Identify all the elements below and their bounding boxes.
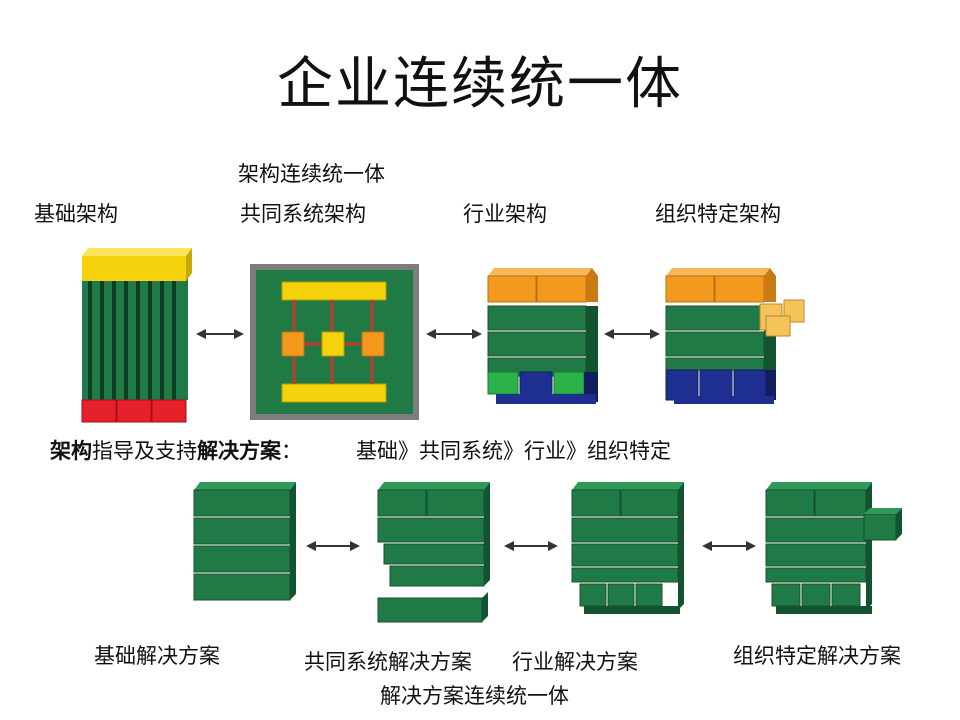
organization-specific-solutions-label: 组织特定解决方案 [733,644,901,668]
common-systems-architecture-label: 共同系统架构 [240,202,366,226]
guide-text-support: 指导及支持 [92,439,197,463]
guide-bold-solutions: 解决方案 [197,438,281,463]
page-title: 企业连续统一体 [277,52,683,117]
guide-colon: ： [281,439,302,463]
industry-architecture-figure [487,268,598,404]
common-systems-solutions-figure [377,482,490,623]
organization-specific-architecture-figure [665,268,805,404]
common-systems-solutions-label: 共同系统解决方案 [304,650,472,674]
continuum-sequence: 基础》共同系统》行业》组织特定 [356,439,671,463]
industry-solutions-figure [571,482,684,614]
foundation-solutions-figure [193,482,296,601]
organization-specific-solutions-figure [765,482,902,614]
guide-bold-architecture: 架构 [50,438,92,463]
foundation-architecture-figure [81,248,192,423]
industry-architecture-label: 行业架构 [463,202,547,226]
common-systems-architecture-figure [250,264,419,420]
solutions-continuum-label: 解决方案连续统一体 [380,684,569,708]
foundation-architecture-label: 基础架构 [34,202,118,226]
architecture-continuum-label: 架构连续统一体 [238,162,385,186]
foundation-solutions-label: 基础解决方案 [94,644,220,668]
organization-specific-architecture-label: 组织特定架构 [655,202,781,226]
industry-solutions-label: 行业解决方案 [512,650,638,674]
guide-statement: 架构指导及支持解决方案： [50,437,302,465]
